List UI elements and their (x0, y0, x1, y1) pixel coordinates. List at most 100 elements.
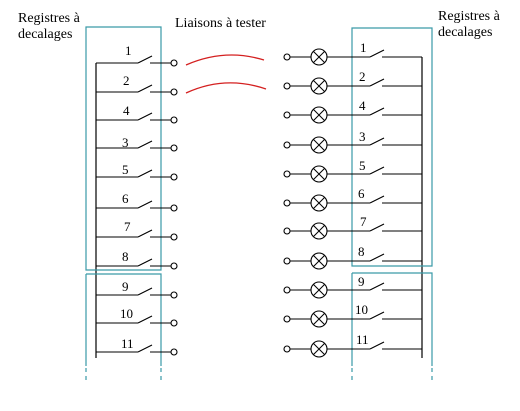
right-channel-number: 5 (359, 158, 366, 173)
left-channel-number: 10 (120, 306, 133, 321)
register-boxes (85, 26, 433, 380)
tested-link-1 (185, 54, 265, 66)
left-terminal (170, 116, 178, 124)
right-channel-number: 4 (359, 98, 366, 113)
left-channel-row: 4 (123, 103, 130, 118)
right-terminal (283, 257, 291, 265)
left-terminal (170, 59, 178, 67)
right-register-title-line2: decalages (438, 25, 492, 40)
left-channel-row: 6 (122, 191, 129, 206)
links-title: Liaisons à tester (175, 16, 266, 31)
left-channel-number: 6 (122, 191, 129, 206)
right-terminal (283, 286, 291, 294)
left-channel-row: 5 (122, 162, 129, 177)
left-register-box-lower (85, 273, 162, 366)
lamp-cross-icon (313, 51, 325, 63)
left-switch-blade (137, 55, 153, 64)
left-register-title-line1: Registres à (18, 11, 81, 26)
tested-links (185, 54, 267, 94)
right-channel-row: 5 (359, 158, 366, 173)
right-switch-blade (369, 311, 385, 320)
left-terminal (170, 233, 178, 241)
left-channel-number: 8 (122, 249, 129, 264)
left-channel-row: 9 (122, 279, 129, 294)
right-terminal (283, 170, 291, 178)
left-terminal (170, 291, 178, 299)
left-terminal (170, 348, 178, 356)
right-channel-number: 2 (359, 69, 366, 84)
left-channel-number: 1 (125, 43, 132, 58)
right-terminal (283, 111, 291, 119)
right-switch-blade (369, 282, 385, 291)
lamp-cross-icon (313, 284, 325, 296)
right-channel-row: 3 (359, 129, 366, 144)
right-register-title-line1: Registres à (438, 9, 501, 24)
right-channel-number: 10 (355, 302, 368, 317)
lamp-cross-icon (313, 80, 325, 92)
tested-link-2 (185, 82, 267, 94)
right-register-channels: 1 2 4 3 5 6 7 8 9 10 11 (355, 40, 369, 347)
lamp-cross-icon (313, 255, 325, 267)
left-switch-blade (137, 140, 153, 149)
left-channel-row: 10 (120, 306, 133, 321)
right-switch-blade (369, 195, 385, 204)
left-switch-blade (137, 84, 153, 93)
left-terminal (170, 204, 178, 212)
left-terminal (170, 319, 178, 327)
right-register-box-upper (351, 27, 433, 267)
right-terminal (283, 53, 291, 61)
lamp-cross-icon (313, 109, 325, 121)
right-channel-row: 4 (359, 98, 366, 113)
right-switch-blade (369, 107, 385, 116)
left-channel-number: 7 (124, 219, 131, 234)
right-switch-blade (369, 166, 385, 175)
register-continuation-left (85, 368, 162, 380)
left-register-title-line2: decalages (18, 27, 72, 42)
right-channel-number: 11 (356, 332, 369, 347)
left-channel-number: 9 (122, 279, 129, 294)
left-channel-number: 5 (122, 162, 129, 177)
right-switch-blade (369, 253, 385, 262)
right-channel-row: 10 (355, 302, 368, 317)
lamp-cross-icon (313, 197, 325, 209)
left-channel-row: 3 (122, 135, 129, 150)
lamp-cross-icon (313, 313, 325, 325)
right-switch-blade (369, 341, 385, 350)
right-channel-number: 6 (358, 186, 365, 201)
right-channel-row: 6 (358, 186, 365, 201)
right-channel-row: 7 (360, 214, 367, 229)
left-terminal (170, 173, 178, 181)
left-terminal (170, 262, 178, 270)
right-switch-blade (369, 223, 385, 232)
left-channel-number: 11 (121, 336, 134, 351)
left-register-channels: 1 2 4 3 5 6 7 8 9 10 11 (120, 43, 134, 351)
left-channel-row: 11 (121, 336, 134, 351)
right-terminal (283, 82, 291, 90)
right-channel-number: 8 (358, 244, 365, 259)
lamp-cross-icon (313, 168, 325, 180)
left-terminal (170, 144, 178, 152)
right-terminal (283, 199, 291, 207)
left-channel-number: 2 (123, 73, 130, 88)
left-channel-row: 2 (123, 73, 130, 88)
lamp-cross-icon (313, 139, 325, 151)
right-channel-number: 9 (358, 274, 365, 289)
left-switch-blade (137, 315, 153, 324)
right-switch-blade (369, 49, 385, 58)
left-switch-blade (137, 344, 153, 353)
right-channel-number: 1 (360, 40, 367, 55)
right-channel-row: 2 (359, 69, 366, 84)
right-channel-number: 7 (360, 214, 367, 229)
channel-wiring (96, 48, 422, 358)
right-switch-blade (369, 78, 385, 87)
left-channel-row: 8 (122, 249, 129, 264)
right-channel-row: 9 (358, 274, 365, 289)
lamp-cross-icon (313, 225, 325, 237)
left-switch-blade (137, 287, 153, 296)
left-channel-row: 1 (125, 43, 132, 58)
right-terminal (283, 345, 291, 353)
left-channel-number: 3 (122, 135, 129, 150)
right-channel-row: 11 (356, 332, 369, 347)
